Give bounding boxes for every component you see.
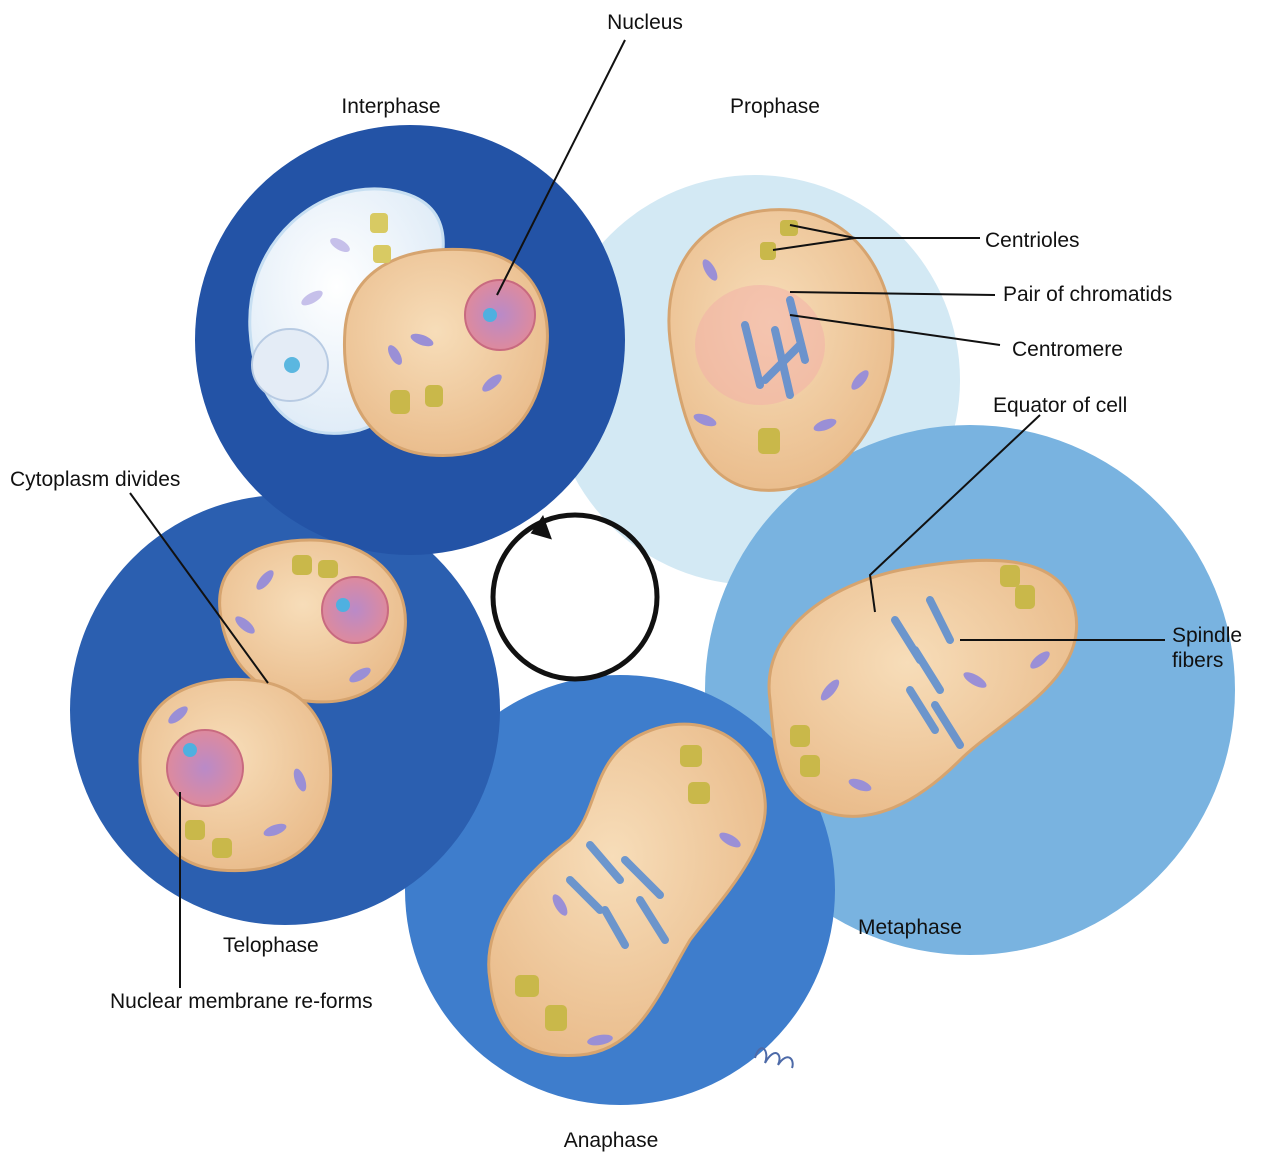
label-equator-of-cell: Equator of cell [993, 393, 1127, 418]
label-centromere: Centromere [1012, 337, 1123, 362]
label-nucleus: Nucleus [607, 10, 683, 35]
label-nuclear-membrane-reforms: Nuclear membrane re-forms [110, 989, 373, 1014]
telophase-lower-nucleus [167, 730, 243, 806]
interphase-tan-cell [344, 249, 547, 455]
label-cytoplasm-divides: Cytoplasm divides [10, 467, 180, 492]
label-centrioles: Centrioles [985, 228, 1080, 253]
telophase-upper-nucleus [322, 577, 388, 643]
label-telophase: Telophase [223, 933, 319, 958]
label-pair-of-chromatids: Pair of chromatids [1003, 282, 1172, 307]
circular-arrow-icon [493, 515, 657, 679]
label-spindle-fibers: Spindle fibers [1172, 623, 1252, 673]
label-anaphase: Anaphase [564, 1128, 659, 1153]
label-metaphase: Metaphase [858, 915, 962, 940]
label-prophase: Prophase [730, 94, 820, 119]
label-interphase: Interphase [341, 94, 440, 119]
